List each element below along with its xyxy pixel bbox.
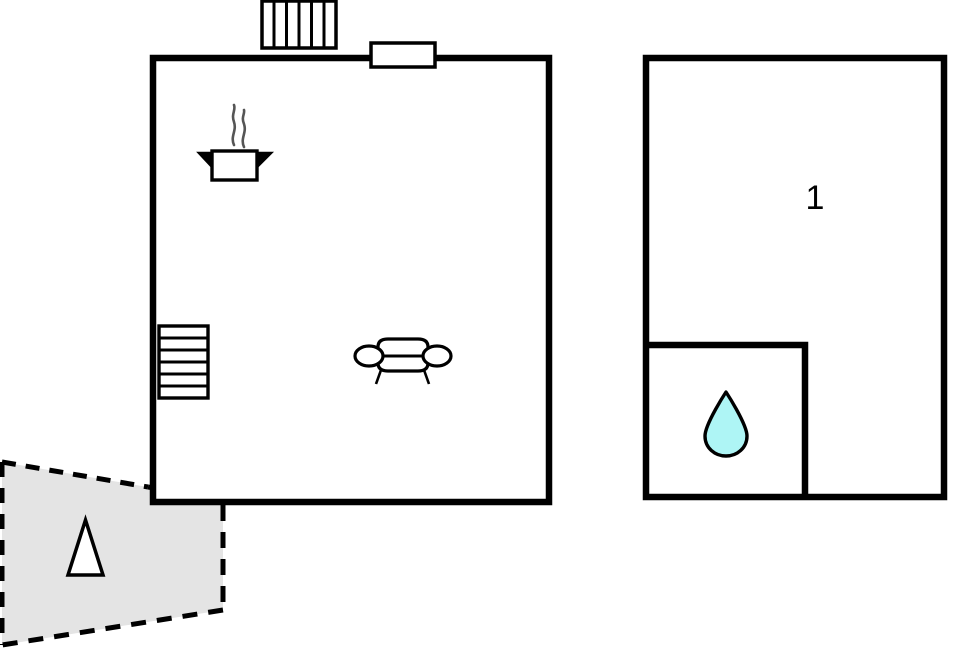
staircase-icon bbox=[260, 0, 338, 50]
bathroom[interactable] bbox=[646, 341, 809, 497]
bedroom-1-walls bbox=[642, 54, 948, 501]
main-room-walls bbox=[149, 54, 553, 506]
bedroom-1[interactable]: 1 bbox=[642, 54, 948, 501]
terrace-region[interactable] bbox=[0, 459, 226, 648]
room-number-label: 1 bbox=[806, 179, 825, 217]
terrace-edge-top-left bbox=[1, 459, 149, 490]
terrace-edge-bottom bbox=[1, 607, 224, 648]
cooking-pot-icon bbox=[196, 103, 275, 182]
window-icon bbox=[369, 41, 437, 69]
tree-icon bbox=[65, 514, 106, 577]
main-living-room[interactable] bbox=[149, 54, 553, 506]
staircase-icon bbox=[157, 324, 210, 400]
terrace-fill bbox=[2, 462, 223, 645]
sofa-icon bbox=[353, 337, 453, 385]
bathroom-partition-walls bbox=[646, 341, 809, 497]
water-drop-icon bbox=[703, 390, 749, 458]
